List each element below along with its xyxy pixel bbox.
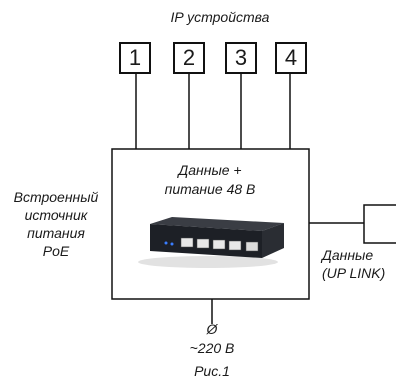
uplink-label: Данные (UP LINK) — [322, 246, 396, 282]
device-label-1: 1 — [128, 45, 142, 70]
poe-label-line1: Встроенный — [13, 189, 99, 205]
diagram-title: IP устройства — [170, 9, 270, 25]
switch-label-line2: питание 48 В — [164, 181, 256, 197]
uplink-box — [363, 204, 396, 244]
power-symbol: Ø — [206, 321, 218, 337]
device-box-4 — [275, 42, 307, 74]
poe-label-line2: источник — [24, 207, 88, 223]
switch-label-line1: Данные + — [178, 162, 242, 178]
uplink-label-line1: Данные — [322, 247, 374, 263]
uplink-label-line2: (UP LINK) — [322, 265, 386, 281]
device-box-1 — [119, 42, 151, 74]
device-label-2: 2 — [182, 45, 196, 70]
power-label: ~220 В — [189, 340, 235, 356]
switch-box — [111, 148, 310, 300]
device-label-3: 3 — [234, 45, 248, 70]
device-label-4: 4 — [284, 45, 298, 70]
figure-caption: Рис.1 — [194, 363, 230, 379]
switch-device-image — [138, 217, 284, 268]
poe-label: Встроенный источник питания PoE — [6, 188, 106, 260]
poe-label-line4: PoE — [42, 243, 70, 259]
poe-label-line3: питания — [27, 225, 85, 241]
